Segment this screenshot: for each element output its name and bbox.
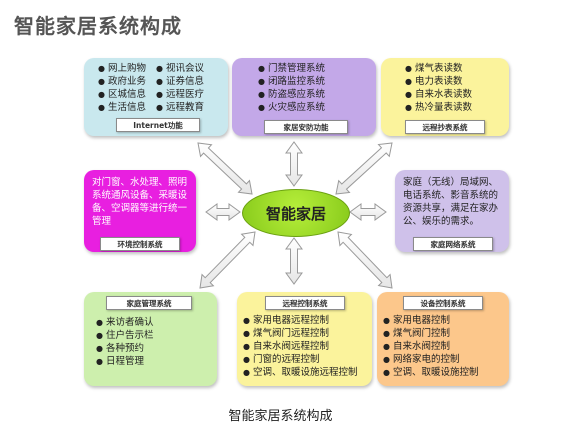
home-security-label: 家居安防功能: [264, 120, 348, 134]
list-item: ●区城信息: [98, 89, 146, 100]
list-item: ●门禁管理系统: [258, 63, 325, 74]
arrow-to-device: [337, 231, 393, 289]
list-item: ●网络家电的控制: [383, 354, 460, 365]
list-item: ●煤气阀门远程控制: [243, 328, 329, 339]
home-security-box: ●门禁管理系统 ●闭路监控系统 ●防盗感应系统 ●火灾感应系统 家居安防功能: [232, 58, 376, 136]
list-item: ●政府业务: [98, 76, 146, 87]
list-item: ●视讯会议: [156, 63, 204, 74]
list-item: ●门窗的远程控制: [243, 354, 320, 365]
list-item: ●家用电器远程控制: [243, 315, 329, 326]
list-item: ●自来水阀远程控制: [243, 341, 329, 352]
device-control-box: 设备控制系统 ●家用电器控制 ●煤气阀门控制 ●自来水阀控制 ●网络家电的控制 …: [377, 292, 509, 386]
list-item: ●空调、取暖设施控制: [383, 367, 479, 378]
list-item: ●证券信息: [156, 76, 204, 87]
list-item: ●煤气表读数: [405, 63, 463, 74]
remote-meter-box: ●煤气表读数 ●电力表读数 ●自来水表读数 ●热冷量表读数 远程抄表系统: [381, 58, 509, 136]
environment-control-label: 环境控制系统: [100, 237, 180, 251]
internet-list-left: ●网上购物 ●政府业务 ●区城信息 ●生活信息: [98, 62, 146, 114]
list-item: ●自来水表读数: [405, 89, 472, 100]
list-item: ●热冷量表读数: [405, 102, 472, 113]
smart-home-center: 智能家居: [242, 189, 350, 237]
list-item: ●来访者确认: [96, 317, 154, 328]
remote-control-list: ●家用电器远程控制 ●煤气阀门远程控制 ●自来水阀远程控制 ●门窗的远程控制 ●…: [243, 314, 358, 379]
list-item: ●各种预约: [96, 343, 144, 354]
list-item: ●煤气阀门控制: [383, 328, 450, 339]
home-network-label: 家庭网络系统: [413, 237, 493, 251]
home-management-label: 家庭管理系统: [106, 296, 192, 310]
environment-control-box: 对门窗、水处理、照明系统通风设备、采暖设备、空调器等进行统一管理 环境控制系统: [84, 170, 196, 252]
figure-caption: 智能家居系统构成: [228, 409, 333, 424]
list-item: ●日程管理: [96, 356, 144, 367]
environment-control-text: 对门窗、水处理、照明系统通风设备、采暖设备、空调器等进行统一管理: [92, 177, 188, 227]
device-control-list: ●家用电器控制 ●煤气阀门控制 ●自来水阀控制 ●网络家电的控制 ●空调、取暖设…: [383, 314, 479, 379]
arrow-to-security: [285, 141, 303, 187]
list-item: ●远程教育: [156, 102, 204, 113]
list-item: ●远程医疗: [156, 89, 204, 100]
arrow-to-network: [349, 203, 387, 221]
list-item: ●网上购物: [98, 63, 146, 74]
arrow-to-management: [199, 231, 256, 289]
remote-control-box: 远程控制系统 ●家用电器远程控制 ●煤气阀门远程控制 ●自来水阀远程控制 ●门窗…: [237, 292, 372, 386]
list-item: ●空调、取暖设施远程控制: [243, 367, 358, 378]
device-control-label: 设备控制系统: [403, 296, 483, 310]
remote-control-label: 远程控制系统: [265, 296, 345, 310]
list-item: ●自来水阀控制: [383, 341, 450, 352]
arrow-to-remote: [285, 237, 303, 285]
diagram-title: 智能家居系统构成: [14, 14, 182, 38]
arrow-to-environment: [205, 203, 241, 221]
list-item: ●防盗感应系统: [258, 89, 325, 100]
list-item: ●家用电器控制: [383, 315, 450, 326]
arrow-to-meter: [335, 142, 393, 195]
remote-meter-label: 远程抄表系统: [405, 120, 485, 134]
internet-function-box: ●网上购物 ●政府业务 ●区城信息 ●生活信息 ●视讯会议 ●证券信息 ●远程医…: [84, 58, 228, 136]
list-item: ●火灾感应系统: [258, 102, 325, 113]
security-list: ●门禁管理系统 ●闭路监控系统 ●防盗感应系统 ●火灾感应系统: [258, 62, 325, 114]
internet-function-label: Internet功能: [116, 118, 200, 132]
home-management-box: 家庭管理系统 ●来访者确认 ●住户告示栏 ●各种预约 ●日程管理: [84, 292, 217, 386]
management-list: ●来访者确认 ●住户告示栏 ●各种预约 ●日程管理: [96, 316, 154, 368]
internet-list-right: ●视讯会议 ●证券信息 ●远程医疗 ●远程教育: [156, 62, 204, 114]
list-item: ●生活信息: [98, 102, 146, 113]
meter-list: ●煤气表读数 ●电力表读数 ●自来水表读数 ●热冷量表读数: [405, 62, 472, 114]
list-item: ●住户告示栏: [96, 330, 154, 341]
home-network-text: 家庭（无线）局域网、电话系统、影音系统的资源共享，满足在家办公、娱乐的需求。: [403, 177, 499, 227]
home-network-box: 家庭（无线）局域网、电话系统、影音系统的资源共享，满足在家办公、娱乐的需求。 家…: [395, 170, 509, 252]
list-item: ●闭路监控系统: [258, 76, 325, 87]
arrow-to-internet: [197, 142, 253, 195]
list-item: ●电力表读数: [405, 76, 463, 87]
